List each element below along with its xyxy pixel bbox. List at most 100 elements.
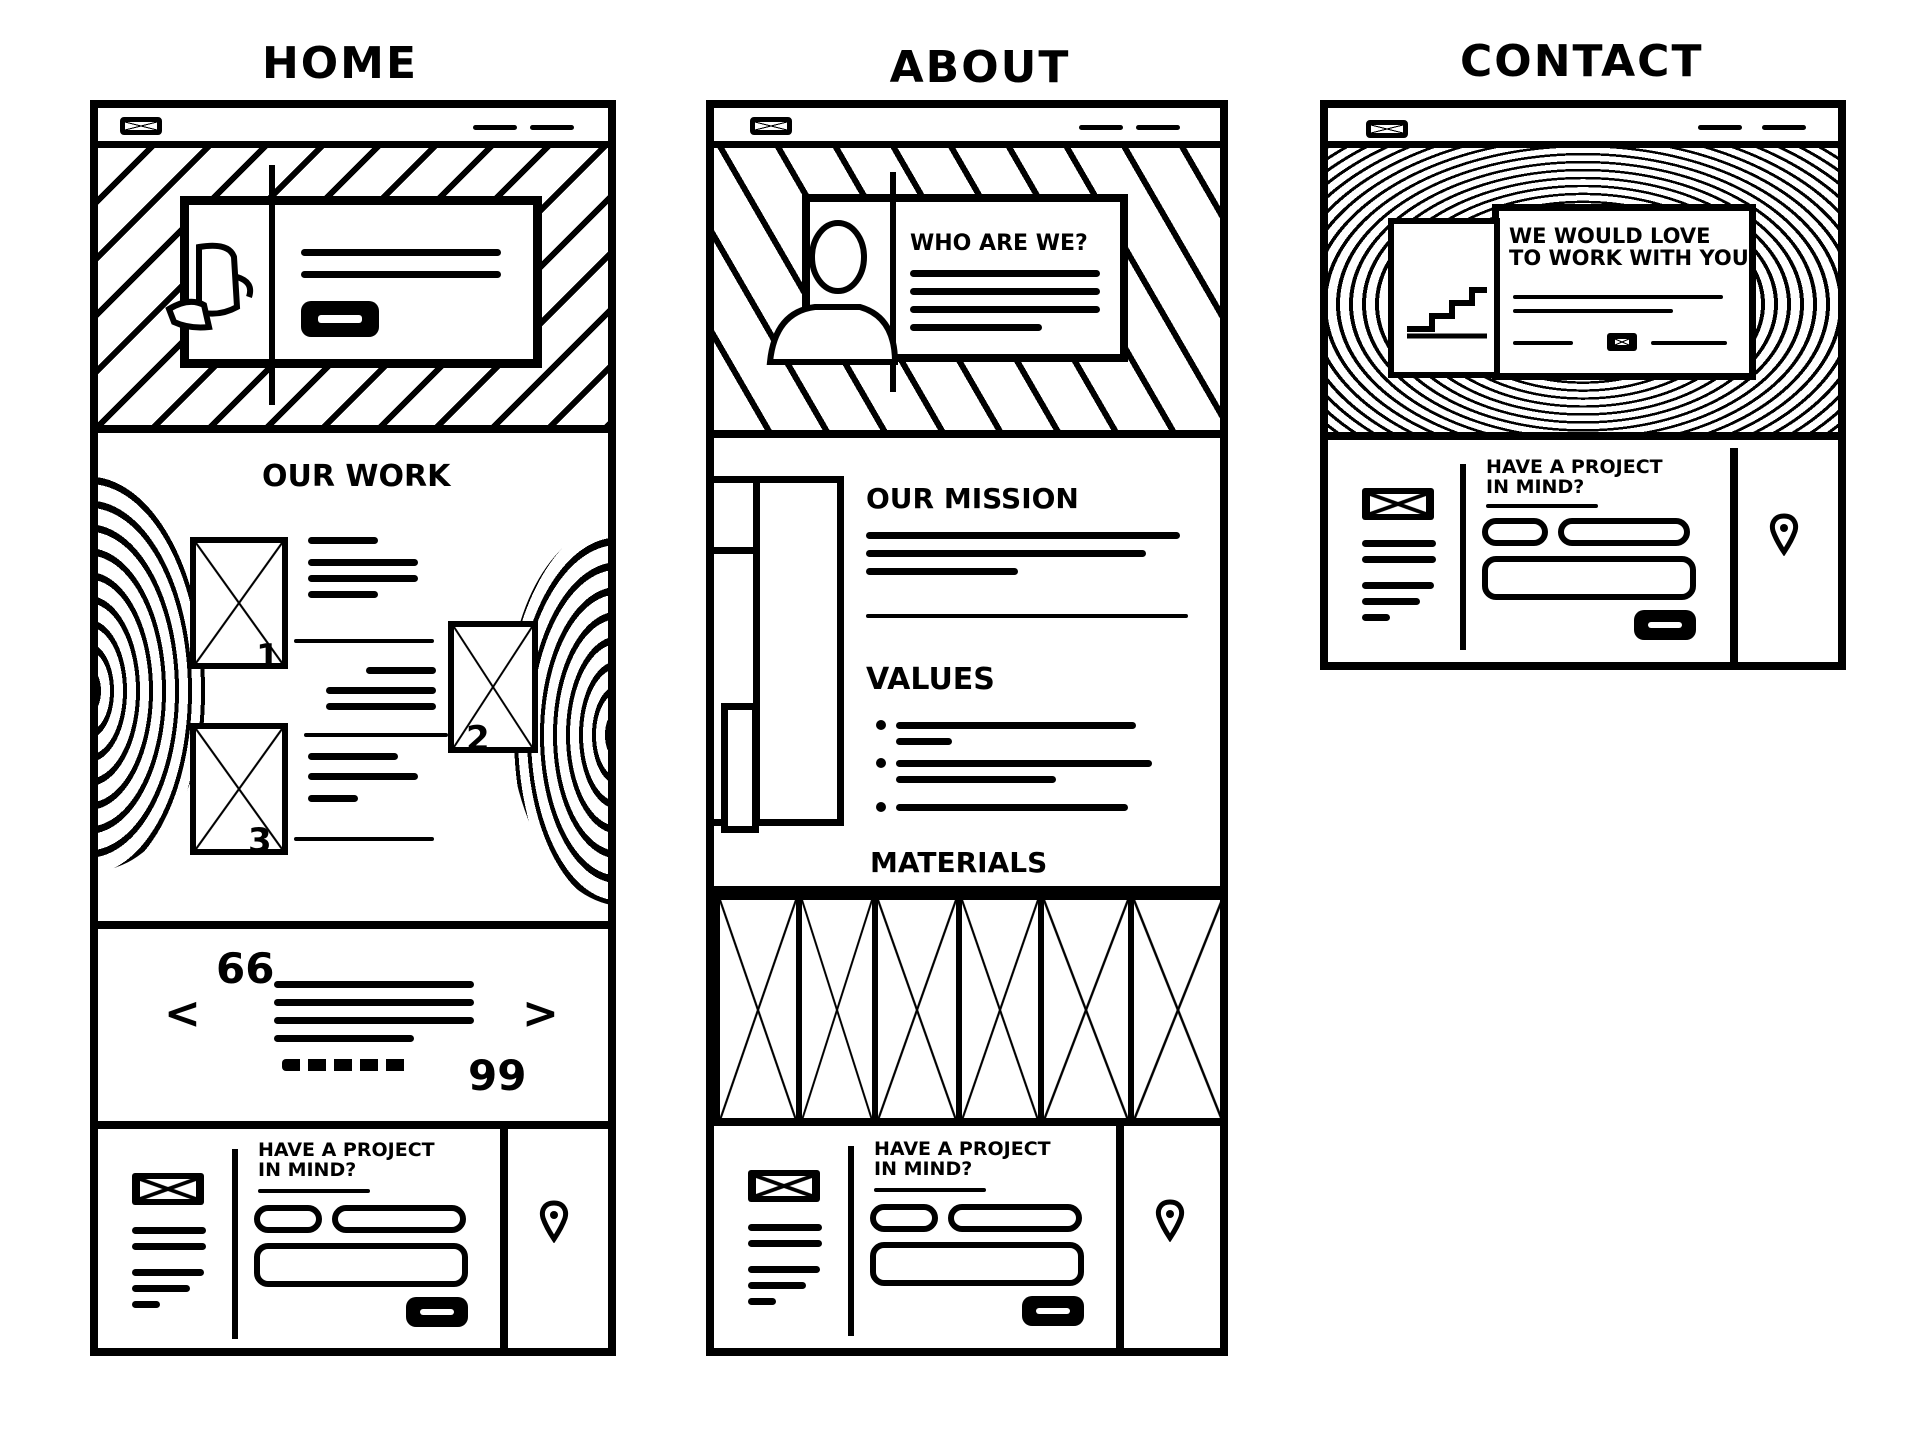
mail-icon [748, 1170, 820, 1202]
contact-info-line [1362, 614, 1390, 621]
values-text-line [896, 760, 1152, 767]
submit-button[interactable] [1022, 1296, 1084, 1326]
project-image-3[interactable] [190, 723, 288, 855]
values-text-line [896, 738, 952, 745]
nav-link[interactable] [1698, 125, 1742, 130]
project-divider [294, 837, 434, 841]
about-hero-card: WHO ARE WE? [766, 172, 1128, 392]
map-pin-icon[interactable] [1154, 1198, 1186, 1242]
message-input[interactable] [870, 1242, 1084, 1286]
hero-cta-button[interactable] [301, 301, 379, 337]
home-nav-bar [98, 108, 608, 148]
map-pin-icon[interactable] [538, 1199, 570, 1243]
next-arrow[interactable]: > [522, 988, 559, 1039]
rating-stars [282, 1059, 412, 1071]
about-hero: WHO ARE WE? [714, 148, 1220, 438]
nav-link[interactable] [1136, 125, 1180, 130]
project-image-1[interactable] [190, 537, 288, 669]
prev-arrow[interactable]: < [164, 988, 201, 1039]
project-title-line [308, 537, 378, 544]
card-divider [269, 165, 275, 405]
contact-heading-line1: HAVE A PROJECT [874, 1138, 1051, 1160]
material-image[interactable] [796, 894, 878, 1118]
material-image[interactable] [872, 894, 962, 1118]
hero-text-line [910, 324, 1042, 331]
contact-info-line [132, 1301, 160, 1308]
message-input[interactable] [1482, 556, 1696, 600]
project-title-line [308, 753, 398, 760]
contact-heading-line1: HAVE A PROJECT [258, 1139, 435, 1161]
contact-hero: WE WOULD LOVE TO WORK WITH YOU [1328, 148, 1838, 440]
hero-text-line [301, 271, 501, 278]
mail-icon[interactable] [1607, 333, 1637, 351]
contact-hero-heading: WE WOULD LOVE TO WORK WITH YOU [1509, 225, 1749, 269]
contact-info-line [1362, 540, 1436, 547]
contact-info-line [748, 1240, 822, 1247]
contact-heading-line2: IN MIND? [258, 1158, 357, 1181]
logo-icon[interactable] [750, 117, 792, 135]
logo-icon[interactable] [1366, 120, 1408, 138]
email-input[interactable] [948, 1204, 1082, 1232]
project-image-2[interactable] [448, 621, 538, 753]
contact-heading-line1: HAVE A PROJECT [1486, 456, 1663, 478]
map-divider [1116, 1126, 1124, 1348]
hero-text-line [910, 306, 1100, 313]
contact-info-line [132, 1243, 206, 1250]
name-input[interactable] [254, 1205, 322, 1233]
nav-link[interactable] [1079, 125, 1123, 130]
materials-gallery [714, 894, 1220, 1126]
name-input[interactable] [870, 1204, 938, 1232]
card-divider [890, 172, 896, 392]
values-text-line [896, 776, 1056, 783]
mission-heading: OUR MISSION [866, 482, 1079, 515]
email-input[interactable] [1558, 518, 1690, 546]
contact-contact-section: HAVE A PROJECT IN MIND? [1328, 448, 1838, 662]
mission-divider [866, 614, 1188, 618]
contact-hero-heading-line2: TO WORK WITH YOU [1509, 246, 1749, 271]
map-pin-icon[interactable] [1768, 512, 1800, 556]
phone-line[interactable] [1513, 341, 1573, 345]
hero-text-line [910, 270, 1100, 277]
email-input[interactable] [332, 1205, 466, 1233]
submit-button[interactable] [406, 1297, 468, 1327]
mail-icon [1362, 488, 1434, 520]
project-number-2: 2 [466, 719, 490, 759]
home-work-section: OUR WORK 1 2 3 [98, 441, 608, 929]
materials-heading: MATERIALS [870, 846, 1048, 879]
mission-text-line [866, 550, 1146, 557]
quote-open: 66 [216, 944, 275, 993]
contact-nav-bar [1328, 108, 1838, 148]
submit-button[interactable] [1634, 610, 1696, 640]
nav-link[interactable] [1762, 125, 1806, 130]
material-image[interactable] [1038, 894, 1134, 1118]
quote-line [274, 1035, 414, 1042]
project-text-line [308, 591, 378, 598]
contact-heading-line2: IN MIND? [1486, 475, 1585, 498]
email-line[interactable] [1651, 341, 1727, 345]
nav-link[interactable] [530, 125, 574, 130]
project-text-line [326, 703, 436, 710]
project-divider [294, 639, 434, 643]
contact-heading: HAVE A PROJECT IN MIND? [874, 1138, 1051, 1180]
logo-icon[interactable] [120, 117, 162, 135]
contact-divider [1460, 464, 1466, 650]
hero-text-line [1513, 295, 1723, 299]
name-input[interactable] [1482, 518, 1548, 546]
message-input[interactable] [254, 1243, 468, 1287]
contact-title: CONTACT [1460, 36, 1704, 87]
about-wireframe: WHO ARE WE? OUR MISSION VALUES MATERIALS [706, 100, 1228, 1356]
contact-info-line [748, 1298, 776, 1305]
material-image[interactable] [956, 894, 1044, 1118]
material-image[interactable] [714, 894, 802, 1118]
home-wireframe: OUR WORK 1 2 3 < > 66 99 [90, 100, 616, 1356]
contact-info-line [1362, 598, 1420, 605]
material-image[interactable] [1128, 894, 1220, 1118]
contact-divider [848, 1146, 854, 1336]
nav-link[interactable] [473, 125, 517, 130]
project-text-line [308, 773, 418, 780]
quote-line [274, 1017, 474, 1024]
values-bullet [876, 802, 886, 812]
about-hero-heading: WHO ARE WE? [910, 231, 1088, 256]
project-text-line [308, 559, 418, 566]
contact-divider [232, 1149, 238, 1339]
